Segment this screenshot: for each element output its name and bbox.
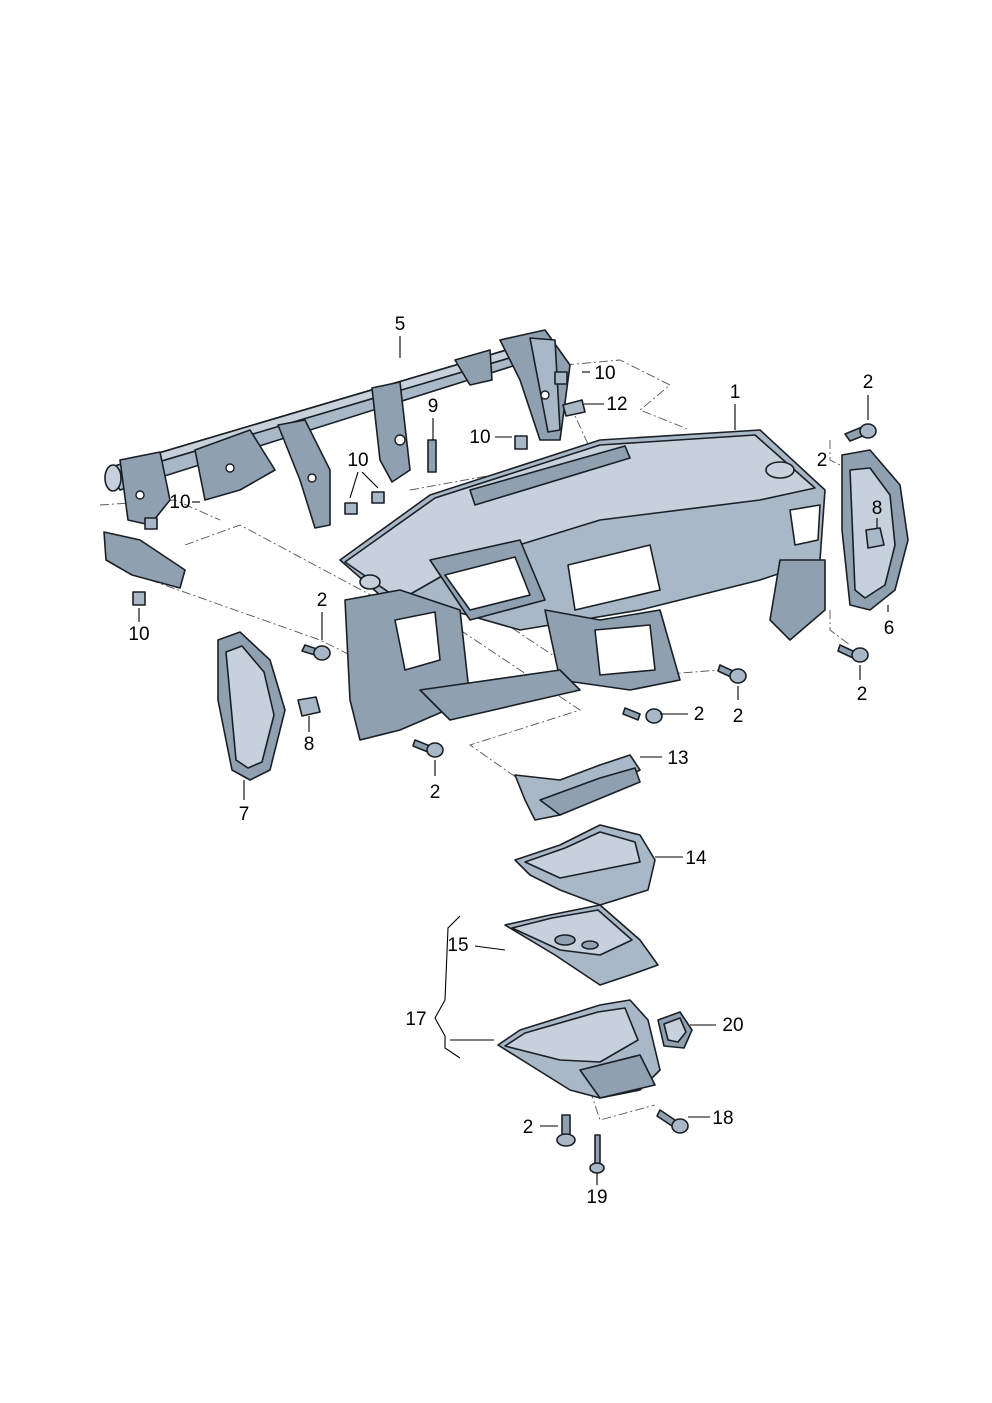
cross-car-beam xyxy=(103,329,571,589)
callout-19: 19 xyxy=(586,1187,607,1208)
lower-trim-panel xyxy=(497,999,661,1099)
callout-20: 20 xyxy=(722,1015,743,1036)
callout-10: 10 xyxy=(169,492,190,513)
clips-and-nuts xyxy=(132,371,885,717)
callout-2: 2 xyxy=(863,372,874,393)
callout-2: 2 xyxy=(430,782,441,803)
left-side-cover xyxy=(217,631,286,781)
screws xyxy=(301,423,877,1174)
callout-8: 8 xyxy=(872,498,883,519)
callout-14: 14 xyxy=(685,848,707,869)
callout-2: 2 xyxy=(317,590,328,611)
callout-2: 2 xyxy=(857,684,868,705)
callout-10: 10 xyxy=(469,427,490,448)
callout-10: 10 xyxy=(347,450,368,471)
dashboard-panel xyxy=(339,429,826,741)
callout-2: 2 xyxy=(733,706,744,727)
callout-2: 2 xyxy=(523,1117,534,1138)
callout-9: 9 xyxy=(428,396,439,417)
callout-10: 10 xyxy=(594,363,615,384)
bracket-13 xyxy=(514,754,641,821)
callout-labels: 1 2 2 2 2 2 2 2 2 5 6 7 8 8 9 10 10 10 1… xyxy=(128,314,894,1208)
callout-5: 5 xyxy=(395,314,406,335)
callout-18: 18 xyxy=(712,1108,733,1129)
callout-12: 12 xyxy=(606,394,627,415)
callout-15: 15 xyxy=(447,935,468,956)
callout-2: 2 xyxy=(817,450,828,471)
cover-cap-20 xyxy=(657,1011,693,1049)
callout-2: 2 xyxy=(694,704,705,725)
callout-8: 8 xyxy=(304,734,315,755)
trim-panel-15 xyxy=(504,904,659,986)
callout-6: 6 xyxy=(884,618,895,639)
callout-1: 1 xyxy=(730,382,741,403)
upper-trim-14 xyxy=(514,824,656,906)
callout-17: 17 xyxy=(405,1009,426,1030)
callout-7: 7 xyxy=(239,804,250,825)
leader-lines xyxy=(138,336,889,1185)
callout-10: 10 xyxy=(128,624,149,645)
callout-13: 13 xyxy=(667,748,688,769)
